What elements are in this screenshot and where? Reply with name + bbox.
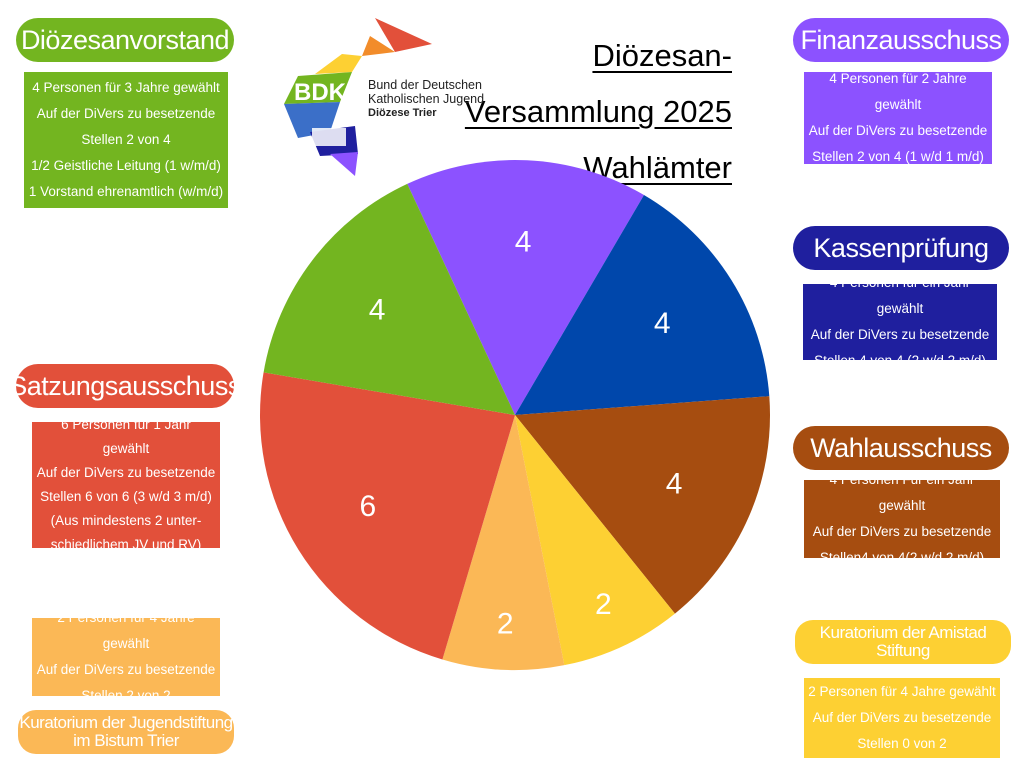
info-line: 4 Personen für 3 Jahre gewählt [32, 80, 220, 95]
kassenpruefung-title: Kassenprüfung [793, 226, 1009, 270]
info-line: 4 Personen für ein Jahr gewählt [829, 275, 971, 316]
jugendstiftung-title: Kuratorium der Jugendstiftung im Bistum … [18, 710, 234, 754]
title-line-2: Versammlung 2025 [464, 94, 732, 129]
info-line: Auf der DiVers zu besetzende [36, 465, 216, 480]
title-line-1: Diözesan- [592, 38, 732, 73]
logo-text: Bund der Deutschen Katholischen Jugend D… [368, 78, 484, 120]
info-line: Stellen 2 von 4 (1 w/d 1 m/d) [812, 149, 984, 164]
satzungsausschuss-title: Satzungsausschuss [9, 364, 241, 408]
info-line: 1 Vorstand ehrenamtlich (w/m/d) [28, 184, 224, 199]
logo-line-2: Katholischen Jugend [368, 92, 485, 106]
bdkj-logo: BDKJ [284, 18, 432, 176]
amistad-title-line-1: Kuratorium der Amistad [819, 623, 987, 643]
jugendstiftung-info: 2 Personen für 4 Jahre gewählt Auf der D… [32, 610, 220, 703]
pie-slice-0 [407, 160, 644, 415]
pie-slice-1 [515, 195, 770, 415]
dioezesanvorstand-info: 4 Personen für 3 Jahre gewählt Auf der D… [24, 72, 228, 208]
amistad-title: Kuratorium der Amistad Stiftung [795, 620, 1011, 664]
info-line: (Aus mindestens 2 unter- [50, 513, 202, 528]
info-line: schiedlichem JV und RV) [50, 537, 202, 552]
info-line: Auf der DiVers zu besetzende [36, 106, 216, 121]
jugendstiftung-title-line-2: im Bistum Trier [73, 731, 179, 750]
info-line: Stellen 2 von 4 [81, 132, 171, 147]
pie-label-2: 4 [666, 468, 683, 501]
page-title: Diözesan- Versammlung 2025 Wahlämter [465, 28, 732, 196]
pie-chart: 4 4 4 2 2 6 4 [260, 160, 770, 670]
info-line: 2 Personen für 4 Jahre gewählt [57, 610, 195, 651]
info-line: Stellen4 von 4(2 w/d 2 m/d) [819, 550, 985, 565]
pie-label-4: 2 [497, 607, 514, 640]
pie-slice-4 [442, 415, 565, 670]
logo-mark: BDKJ [294, 79, 359, 106]
pie-label-6: 4 [369, 293, 386, 326]
pie-label-0: 4 [515, 225, 532, 258]
amistad-title-line-2: Stiftung [876, 641, 930, 660]
info-line: 4 Personen für 2 Jahre gewählt [829, 71, 967, 112]
jugendstiftung-title-line-1: Kuratorium der Jugendstiftung [19, 713, 233, 733]
info-line: Auf der DiVers zu besetzende [812, 710, 992, 725]
info-line: 1/2 Geistliche Leitung (1 w/m/d) [31, 158, 221, 173]
finanzausschuss-info: 4 Personen für 2 Jahre gewählt Auf der D… [804, 71, 992, 164]
kassenpruefung-info: 4 Personen für ein Jahr gewählt Auf der … [803, 275, 997, 368]
pie-label-5: 6 [359, 490, 376, 523]
pie-slice-6 [263, 183, 515, 415]
info-line: Auf der DiVers zu besetzende [808, 123, 988, 138]
logo-line-3: Diözese Trier [368, 107, 437, 119]
dioezesanvorstand-title: Diözesanvorstand [16, 18, 234, 62]
satzungsausschuss-info: 6 Personen für 1 Jahr gewählt Auf der Di… [32, 417, 220, 552]
info-line: Stellen 4 von 4 (2 w/d 2 m/d) [814, 353, 986, 368]
info-line: Stellen 6 von 6 (3 w/d 3 m/d) [40, 489, 212, 504]
wahlausschuss-info: 4 Personen Für ein Jahr gewählt Auf der … [804, 472, 1000, 565]
pie-slice-5 [260, 372, 515, 660]
info-line: Stellen 2 von 2 [81, 688, 171, 703]
pie-label-1: 4 [654, 307, 671, 340]
info-line: 4 Personen Für ein Jahr gewählt [829, 472, 975, 513]
info-line: 2 Personen für 4 Jahre gewählt [808, 684, 996, 699]
info-line: 6 Personen für 1 Jahr gewählt [61, 417, 191, 456]
pie-label-3: 2 [595, 588, 612, 621]
amistad-info: 2 Personen für 4 Jahre gewählt Auf der D… [804, 678, 1000, 758]
info-line: Auf der DiVers zu besetzende [810, 327, 990, 342]
finanzausschuss-title: Finanzausschuss [793, 18, 1009, 62]
info-line: Auf der DiVers zu besetzende [36, 662, 216, 677]
wahlausschuss-title: Wahlausschuss [793, 426, 1009, 470]
pie-slice-2 [515, 396, 770, 614]
info-line: Stellen 0 von 2 [857, 736, 947, 751]
pie-slice-3 [515, 415, 675, 666]
logo-line-1: Bund der Deutschen [368, 78, 482, 92]
info-line: Auf der DiVers zu besetzende [812, 524, 992, 539]
